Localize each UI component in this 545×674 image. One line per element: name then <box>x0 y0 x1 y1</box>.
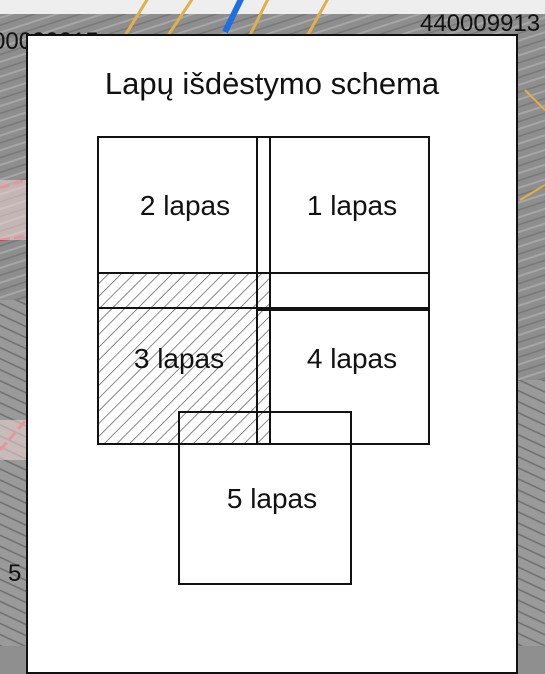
sheet-1-label: 1 lapas <box>307 190 397 221</box>
sheet-3-frame <box>97 272 271 445</box>
sheet-2-label: 2 lapas <box>140 190 230 221</box>
sheet-layout-schema: 2 lapas 1 lapas 3 lapas 4 lapas 5 lapas <box>97 136 430 585</box>
panel-title: Lapų išdėstymo schema <box>104 66 440 101</box>
sheet-2-frame <box>97 136 271 309</box>
sheet-5-frame <box>178 411 352 585</box>
parcel-number-label: 5 <box>8 560 22 587</box>
sheet-layout-panel: Lapų išdėstymo schema <box>26 34 518 674</box>
parcel-number-label: 440009913 <box>420 10 541 37</box>
hatched-area <box>98 273 270 444</box>
sheet-3-label: 3 lapas <box>134 343 224 374</box>
sheet-1-frame <box>256 136 430 309</box>
sheet-4-frame <box>256 309 430 445</box>
sheet-4-label: 4 lapas <box>307 343 397 374</box>
sheet-5-label: 5 lapas <box>227 483 317 514</box>
